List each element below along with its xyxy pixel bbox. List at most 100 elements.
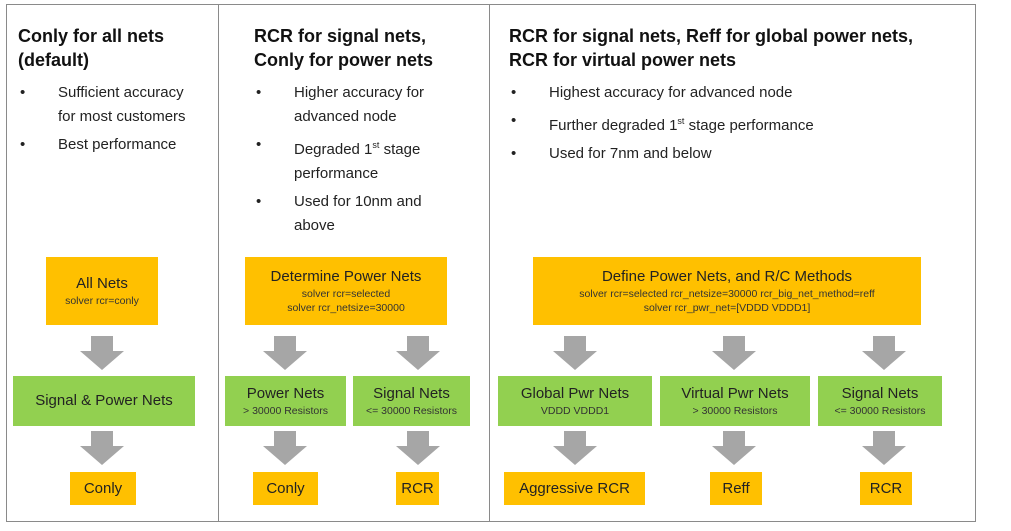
bullet-text: Sufficient accuracy xyxy=(58,84,184,101)
column-title: RCR for signal nets, Conly for power net… xyxy=(254,24,433,72)
define-power-nets-box: Define Power Nets, and R/C Methods solve… xyxy=(533,257,921,325)
result-box-rcr: RCR xyxy=(396,472,439,505)
down-arrow-icon xyxy=(862,431,906,465)
down-arrow-icon xyxy=(263,336,307,370)
bullet-text: Higher accuracy for xyxy=(294,84,425,101)
down-arrow-icon xyxy=(553,431,597,465)
box-title: All Nets xyxy=(76,275,128,292)
down-arrow-icon xyxy=(80,336,124,370)
power-nets-box: Power Nets > 30000 Resistors xyxy=(225,376,346,426)
title-line: Conly for all nets xyxy=(18,26,165,46)
bullet-text: advanced node xyxy=(294,108,397,125)
column-title: Conly for all nets (default) xyxy=(18,24,164,72)
result-label: RCR xyxy=(401,479,434,497)
result-label: RCR xyxy=(869,479,903,497)
bullet-text-part: Further degraded 1 xyxy=(549,117,678,134)
bullet-text-part: Degraded 1 xyxy=(294,141,373,158)
down-arrow-icon xyxy=(263,431,307,465)
box-command: solver rcr=selected xyxy=(301,288,391,300)
bullet-text: Degraded 1st stage xyxy=(294,133,484,162)
bullet-text: for most customers xyxy=(58,108,186,125)
bullet-text: Best performance xyxy=(58,136,177,153)
bullet-icon: • xyxy=(256,193,262,210)
bullet-item: • Used for 7nm and below xyxy=(509,142,949,166)
signal-power-nets-box: Signal & Power Nets xyxy=(13,376,195,426)
box-subtitle: VDDD VDDD1 xyxy=(540,405,610,417)
signal-nets-box: Signal Nets <= 30000 Resistors xyxy=(818,376,942,426)
bullet-item: • Degraded 1st stage performance xyxy=(254,133,484,186)
down-arrow-icon xyxy=(712,431,756,465)
down-arrow-icon xyxy=(862,336,906,370)
bullet-list: • Higher accuracy for advanced node • De… xyxy=(254,81,484,238)
bullet-item: • Used for 10nm and above xyxy=(254,190,484,238)
determine-power-nets-box: Determine Power Nets solver rcr=selected… xyxy=(245,257,447,325)
bullet-text: Used for 7nm and below xyxy=(549,145,712,162)
down-arrow-icon xyxy=(712,336,756,370)
title-line: Conly for power nets xyxy=(254,50,434,70)
box-title: Global Pwr Nets xyxy=(520,385,630,402)
box-title: Determine Power Nets xyxy=(270,268,422,285)
all-nets-box: All Nets solver rcr=conly xyxy=(46,257,158,325)
result-box-reff: Reff xyxy=(710,472,762,505)
title-line: RCR for signal nets, Reff for global pow… xyxy=(509,26,914,46)
box-title: Signal Nets xyxy=(841,385,919,402)
box-subtitle: > 30000 Resistors xyxy=(692,405,778,417)
bullet-text-part: stage xyxy=(379,141,421,158)
result-box-conly: Conly xyxy=(70,472,136,505)
virtual-pwr-nets-box: Virtual Pwr Nets > 30000 Resistors xyxy=(660,376,810,426)
bullet-list: • Sufficient accuracy for most customers… xyxy=(18,81,218,157)
bullet-text-part: stage performance xyxy=(684,117,814,134)
bullet-item: • Best performance xyxy=(18,133,218,157)
box-command: solver rcr=selected rcr_netsize=30000 rc… xyxy=(579,288,875,300)
down-arrow-icon xyxy=(396,336,440,370)
box-command: solver rcr=conly xyxy=(65,295,139,307)
result-label: Reff xyxy=(722,479,750,497)
bullet-icon: • xyxy=(20,136,26,153)
bullet-text: Highest accuracy for advanced node xyxy=(549,84,793,101)
bullet-text: Further degraded 1st stage performance xyxy=(549,109,949,138)
signal-nets-box: Signal Nets <= 30000 Resistors xyxy=(353,376,470,426)
bullet-icon: • xyxy=(20,84,26,101)
box-title: Power Nets xyxy=(246,385,325,402)
result-box-conly: Conly xyxy=(253,472,318,505)
result-label: Aggressive RCR xyxy=(519,479,630,497)
result-label: Conly xyxy=(266,479,305,497)
down-arrow-icon xyxy=(396,431,440,465)
bullet-text: performance xyxy=(294,165,379,182)
bullet-item: • Sufficient accuracy for most customers xyxy=(18,81,218,129)
title-line: RCR for signal nets, xyxy=(254,26,427,46)
title-line: RCR for virtual power nets xyxy=(509,50,737,70)
down-arrow-icon xyxy=(553,336,597,370)
bullet-icon: • xyxy=(511,145,517,162)
box-title: Signal & Power Nets xyxy=(35,392,173,409)
bullet-item: • Further degraded 1st stage performance xyxy=(509,109,949,138)
column-divider xyxy=(218,4,219,522)
bullet-icon: • xyxy=(511,112,517,129)
bullet-icon: • xyxy=(256,84,262,101)
bullet-text: above xyxy=(294,217,335,234)
global-pwr-nets-box: Global Pwr Nets VDDD VDDD1 xyxy=(498,376,652,426)
box-subtitle: <= 30000 Resistors xyxy=(834,405,926,417)
title-line: (default) xyxy=(18,50,89,70)
down-arrow-icon xyxy=(80,431,124,465)
column-divider xyxy=(489,4,490,522)
bullet-text: Used for 10nm and xyxy=(294,193,422,210)
result-box-aggressive-rcr: Aggressive RCR xyxy=(504,472,645,505)
box-subtitle: > 30000 Resistors xyxy=(243,405,328,417)
result-box-rcr: RCR xyxy=(860,472,912,505)
superscript: st xyxy=(372,140,380,150)
box-title: Define Power Nets, and R/C Methods xyxy=(601,268,853,285)
bullet-icon: • xyxy=(511,84,517,101)
result-label: Conly xyxy=(83,479,123,497)
bullet-icon: • xyxy=(256,136,262,153)
bullet-item: • Higher accuracy for advanced node xyxy=(254,81,484,129)
superscript: st xyxy=(677,116,685,126)
bullet-item: • Highest accuracy for advanced node xyxy=(509,81,949,105)
box-title: Signal Nets xyxy=(373,385,450,402)
column-title: RCR for signal nets, Reff for global pow… xyxy=(509,24,913,72)
box-command: solver rcr_pwr_net=[VDDD VDDD1] xyxy=(643,302,811,314)
box-title: Virtual Pwr Nets xyxy=(681,385,789,402)
box-subtitle: <= 30000 Resistors xyxy=(365,405,458,417)
box-command: solver rcr_netsize=30000 xyxy=(287,302,405,314)
bullet-list: • Highest accuracy for advanced node • F… xyxy=(509,81,949,166)
